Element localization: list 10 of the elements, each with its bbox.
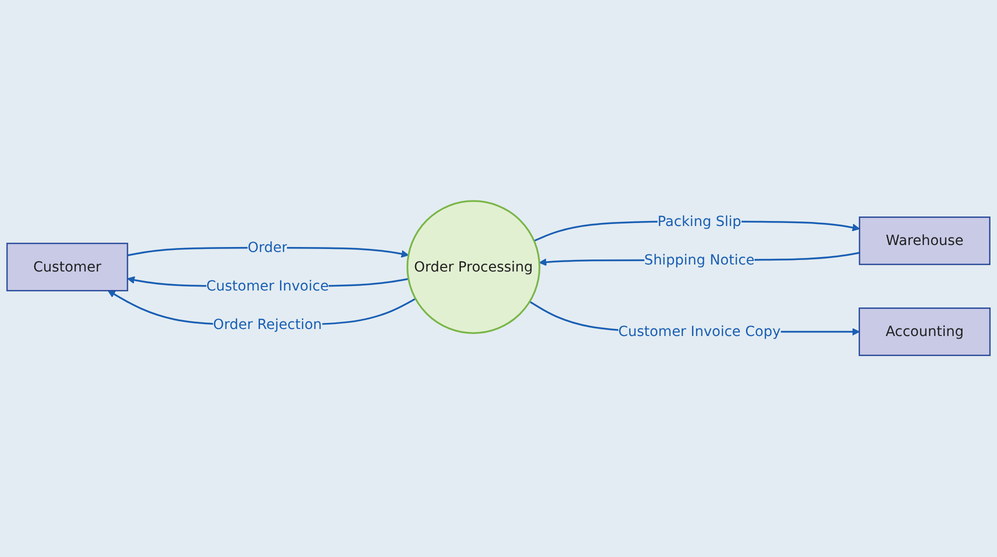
edge-label: Shipping Notice xyxy=(644,252,755,268)
node-box: Warehouse xyxy=(858,216,990,266)
edge-label: Customer Invoice Copy xyxy=(618,323,781,340)
edge-label: Order Rejection xyxy=(212,316,322,333)
node-box: Accounting xyxy=(858,308,991,356)
node-circle: Order Processing xyxy=(406,200,540,334)
edge-label: Packing Slip xyxy=(658,213,742,230)
node-box: Customer xyxy=(6,243,128,292)
edge-label: Customer Invoice xyxy=(206,278,329,294)
edge-label: Order xyxy=(248,239,288,256)
